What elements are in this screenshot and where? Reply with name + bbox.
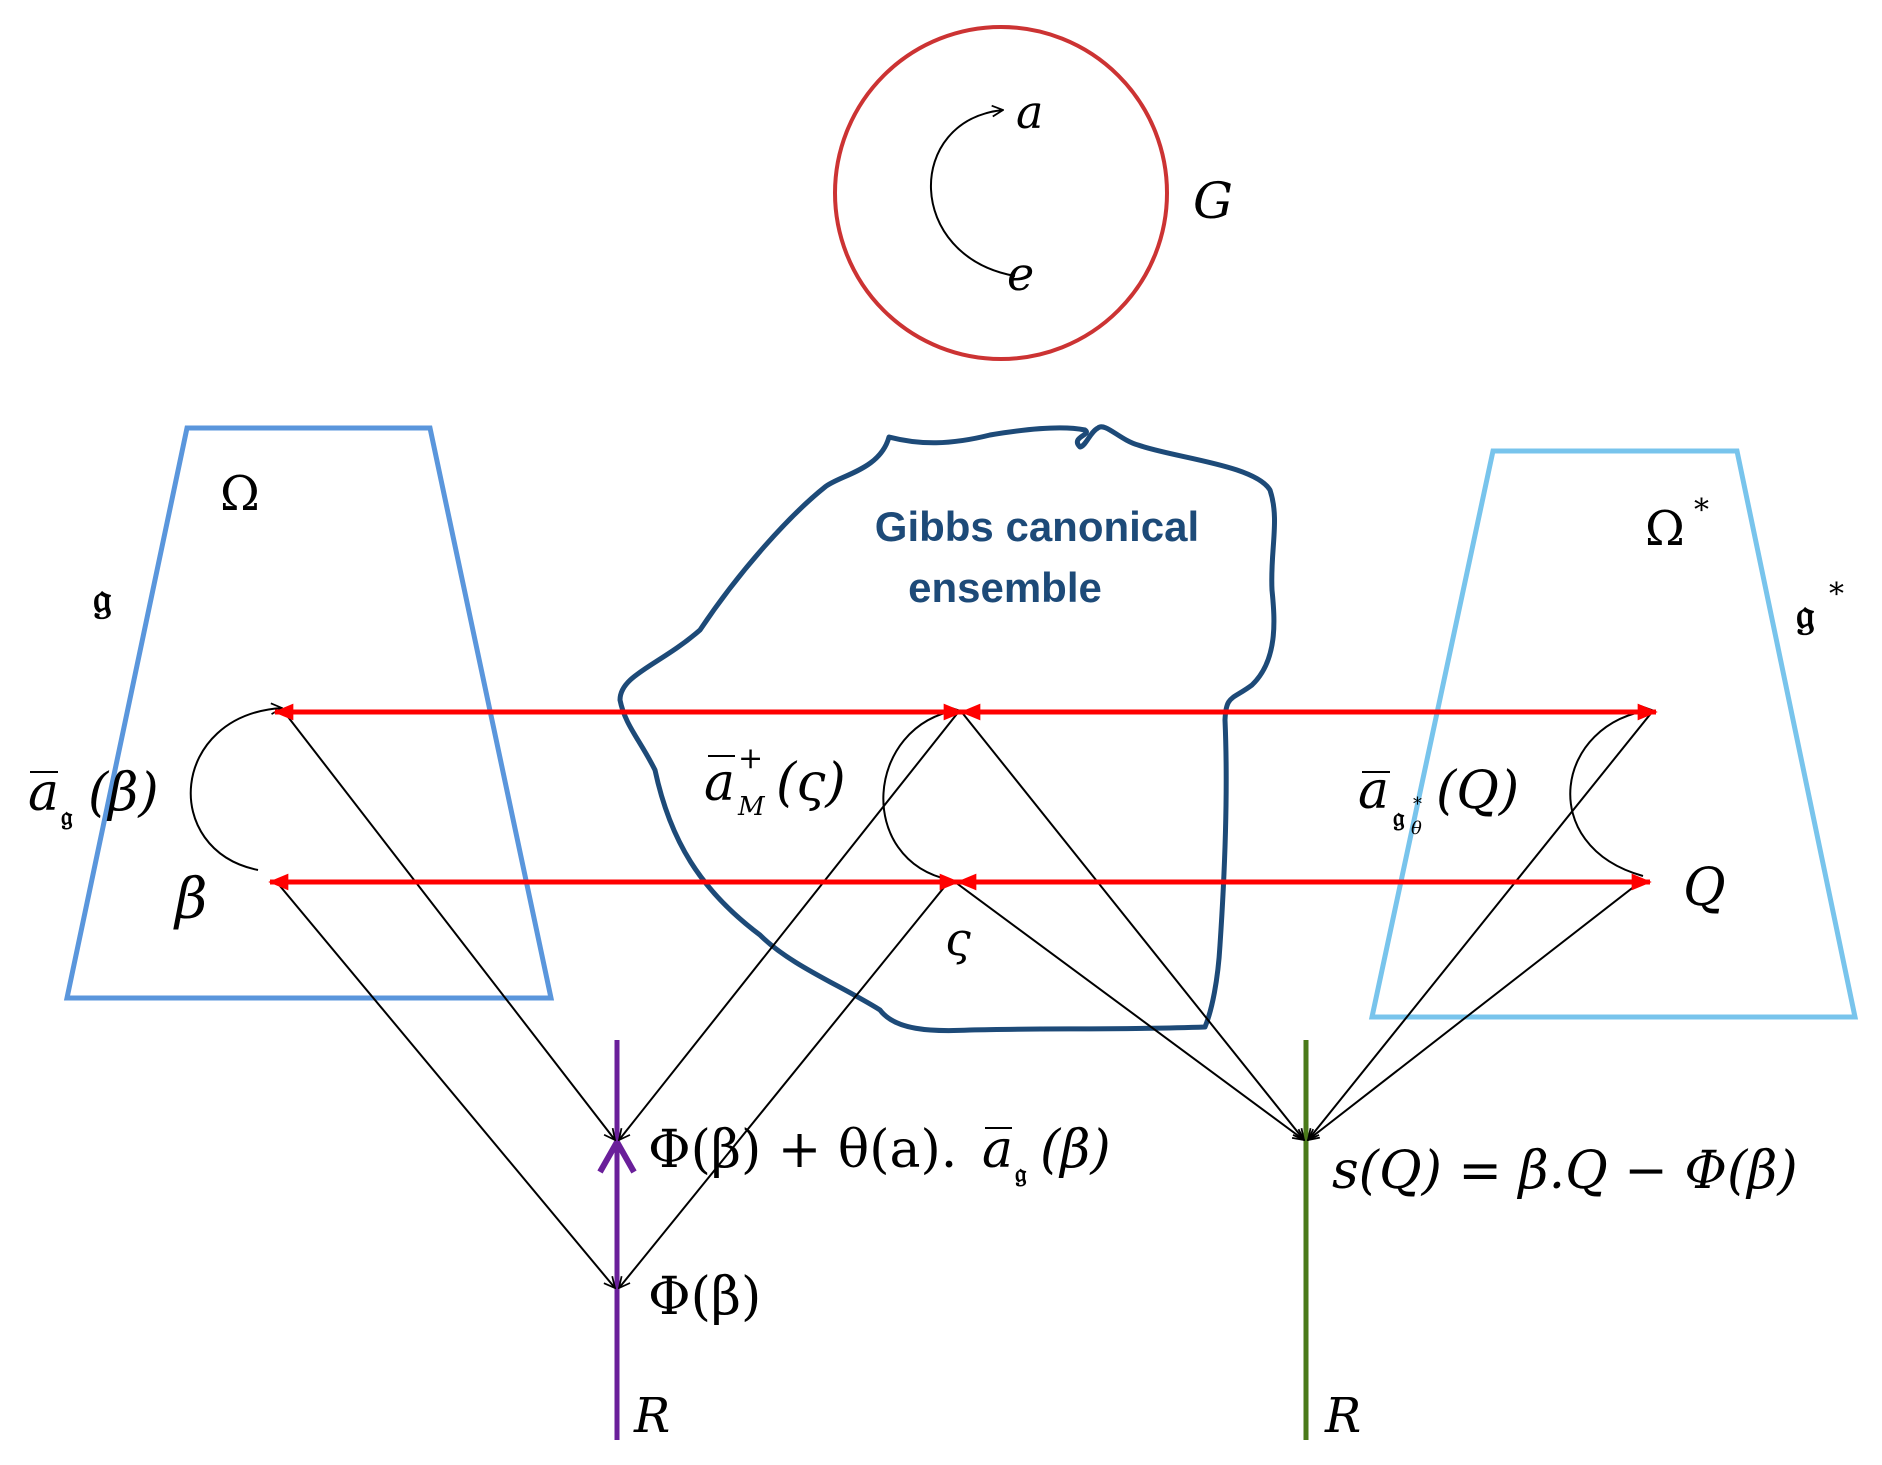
a-gstar-theta-Q-label: a 𝔤 * θ (Q) xyxy=(1358,761,1519,839)
g-subscript: 𝔤 xyxy=(61,802,73,832)
gibbs-label-line1: Gibbs canonical xyxy=(875,503,1199,550)
star-superscript: * xyxy=(1413,794,1422,815)
arrow-top-right-to-entropy xyxy=(1308,711,1653,1140)
entropy-formula: s(Q) = β.Q − Φ(β) xyxy=(1332,1141,1798,1201)
arrow-varsigma-to-entropy xyxy=(954,881,1304,1140)
omega-star-action-curved-arrow-icon xyxy=(1569,710,1652,877)
group-label: G xyxy=(1193,172,1233,230)
group-circle xyxy=(833,25,1169,361)
argument: (ς) xyxy=(776,753,846,813)
arrow-top-mid-to-entropy xyxy=(959,709,1304,1140)
omega-star-sup: * xyxy=(1694,493,1709,528)
omega-star-trapezoid xyxy=(1368,448,1859,1020)
a-symbol: a xyxy=(28,763,59,823)
a-g-beta-label: a 𝔤 (β) xyxy=(28,763,159,832)
gibbs-ensemble: Gibbs canonical ensemble xyxy=(617,424,1278,1034)
lie-algebra-label: 𝔤 xyxy=(93,573,112,622)
group-element-e: e xyxy=(1007,247,1034,301)
mapping-arrows xyxy=(274,709,1653,1288)
a-plus-M-varsigma-label: a + M (ς) xyxy=(704,741,846,822)
argument: (β) xyxy=(88,763,159,823)
omega-label: Ω xyxy=(220,466,260,522)
left-axis-label: R xyxy=(633,1388,670,1444)
dual-algebra-sup: * xyxy=(1829,577,1844,612)
right-real-axis: R xyxy=(1303,1040,1361,1444)
omega-trapezoid xyxy=(63,425,555,1001)
arrow-top-left-to-phi-plus xyxy=(284,712,615,1140)
phi-beta-label: Φ(β) xyxy=(648,1267,761,1327)
varsigma-point-label: ς xyxy=(945,912,971,966)
omega-action-curved-arrow-icon xyxy=(189,708,282,871)
correspondence-arrows xyxy=(268,703,1658,891)
dual-algebra-label: 𝔤 xyxy=(1796,589,1815,638)
gibbs-blob xyxy=(617,424,1278,1034)
group-action-curved-arrow-icon xyxy=(929,110,1016,277)
group-g: a e G xyxy=(833,25,1233,361)
gibbs-label-line2: ensemble xyxy=(908,564,1102,611)
a-symbol: a xyxy=(1358,761,1389,821)
Q-point-label: Q xyxy=(1683,858,1726,918)
phi-plus-lead: Φ(β) + θ(a). xyxy=(648,1120,957,1180)
omega-star-label: Ω xyxy=(1645,501,1685,557)
left-real-axis: R xyxy=(597,1040,670,1444)
argument: (Q) xyxy=(1436,761,1519,821)
left-axis-arrowhead-icon xyxy=(597,1135,637,1174)
omega-star-domain: Ω * 𝔤 * xyxy=(1368,448,1859,1020)
argument: (β) xyxy=(1040,1120,1111,1180)
g-subscript: 𝔤 xyxy=(1015,1159,1027,1189)
beta-point-label: β xyxy=(173,867,207,932)
g-subscript: 𝔤 xyxy=(1393,803,1405,833)
right-axis-label: R xyxy=(1324,1388,1361,1444)
group-element-a: a xyxy=(1016,85,1043,139)
omega-domain: Ω 𝔤 xyxy=(63,425,555,1001)
gibbs-action-curved-arrow-icon xyxy=(882,710,958,881)
arrow-top-mid-to-phi-plus xyxy=(619,709,961,1140)
arrow-Q-to-entropy xyxy=(1308,881,1641,1140)
arrow-varsigma-to-phi xyxy=(619,879,951,1288)
theta-subscript: θ xyxy=(1411,818,1422,839)
plus-superscript: + xyxy=(738,741,763,776)
M-subscript: M xyxy=(737,792,766,822)
phi-plus-theta-label: Φ(β) + θ(a). a 𝔤 (β) xyxy=(648,1120,1111,1189)
a-symbol: a xyxy=(982,1120,1013,1180)
a-symbol: a xyxy=(704,753,735,813)
arrow-beta-to-phi xyxy=(274,879,615,1288)
